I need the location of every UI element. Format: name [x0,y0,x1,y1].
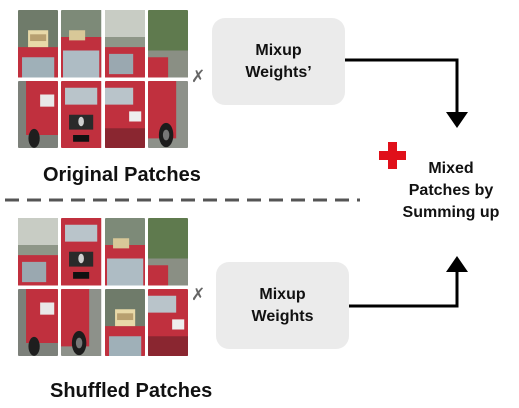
arrow-top-head [446,112,468,128]
arrow-bottom [349,268,459,308]
mixed-patches-label: Mixed Patches by Summing up [402,160,500,221]
original-patch [61,80,102,148]
original-patch [18,80,59,148]
original-patch [104,10,145,78]
plus-icon [379,142,406,169]
multiply-icon: ✗ [191,67,206,86]
shuffled-patch [147,288,188,356]
shuffled-patch [147,218,188,286]
shuffled-patch [61,218,102,286]
original-patch [104,80,145,148]
shuffled-patch [18,288,59,356]
original-patch [61,10,102,78]
shuffled-patch [18,218,59,286]
original-patch [147,80,188,148]
original-patch [147,10,188,78]
original-patch [18,10,59,78]
shuffled-patch [104,288,145,356]
shuffled-patches-grid [18,218,188,356]
original-patches-grid [18,10,188,148]
mixup-weights-box: Mixup Weights [216,262,349,349]
shuffled-patches-caption: Shuffled Patches [50,380,213,402]
original-patches-caption: Original Patches [43,164,201,186]
shuffled-patch [104,218,145,286]
mixup-weights-prime-box: Mixup Weights’ [212,18,345,105]
arrow-bottom-head [446,256,468,272]
arrow-top [345,58,459,116]
shuffled-patch [61,288,102,356]
multiply-icon: ✗ [191,285,206,304]
